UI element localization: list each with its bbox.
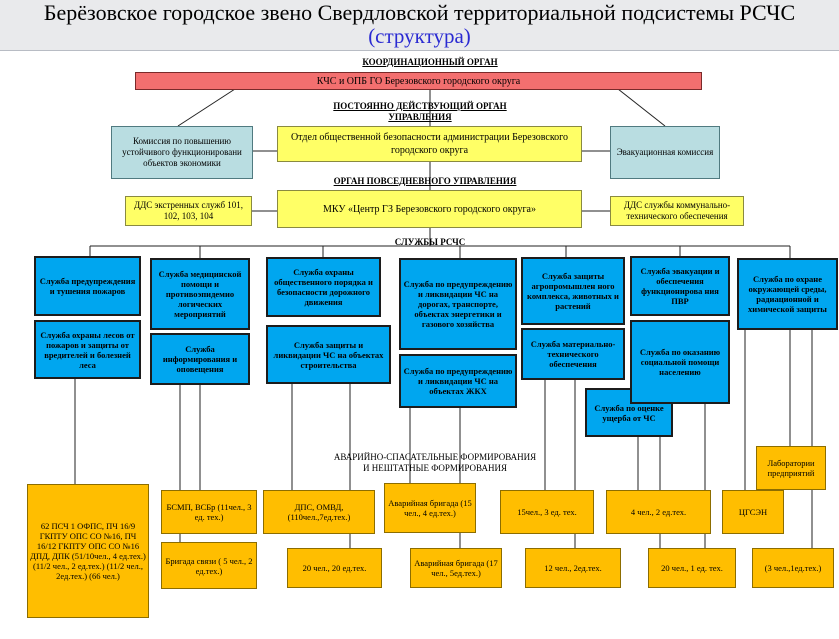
service-agro: Служба защиты агропромышлен ного комплек… (521, 257, 625, 325)
formation-emergency-brigade: Аварийная бригада (15 чел., 4 ед.тех.) (384, 483, 476, 533)
formation-cgsen: ЦГСЭН (722, 490, 784, 534)
formation-medical: БСМП, ВСБр (11чел., 3 ед. тех.) (161, 490, 257, 534)
label-coordinating: КООРДИНАЦИОННЫЙ ОРГАН (362, 57, 498, 67)
service-environment: Служба по охране окружающей среды, радиа… (737, 258, 838, 330)
label-permanent: ПОСТОЯННО ДЕЙСТВУЮЩИЙ ОРГАН УПРАВЛЕНИЯ (333, 101, 507, 122)
formation-agro: 15чел., 3 ед. тех. (500, 490, 594, 534)
formation-social: 20 чел., 1 ед. тех. (648, 548, 736, 588)
formation-labs: Лаборатории предприятий (756, 446, 826, 490)
mku-center-box: МКУ «Центр ГЗ Березовского городского ок… (277, 190, 582, 228)
evacuation-commission-box: Эвакуационная комиссия (610, 126, 720, 179)
security-department-box: Отдел общественной безопасности админист… (277, 126, 582, 162)
service-forest: Служба охраны лесов от пожаров и защиты … (34, 320, 141, 379)
service-logistics: Служба материально-технического обеспече… (521, 328, 625, 380)
service-housing: Служба по предупреждению и ликвидации ЧС… (399, 354, 517, 408)
dds-emergency-box: ДДС экстренных служб 101, 102, 103, 104 (125, 196, 252, 226)
service-transport-energy: Служба по предупреждению и ликвидации ЧС… (399, 258, 517, 350)
label-daily: ОРГАН ПОВСЕДНЕВНОГО УПРАВЛЕНИЯ (333, 176, 517, 186)
service-construction: Служба защиты и ликвидации ЧС на объекта… (266, 325, 391, 384)
service-public-order: Служба охраны общественного порядка и бе… (266, 257, 381, 317)
header-bar: Берёзовское городское звено Свердловской… (0, 0, 839, 51)
service-medical: Служба медицинской помощи и противоэпиде… (150, 258, 250, 330)
page-subtitle: (структура) (368, 24, 471, 48)
formation-evacuation: 4 чел., 2 ед.тех. (606, 490, 711, 534)
service-social: Служба по оказанию социальной помощи нас… (630, 320, 730, 404)
formation-police: ДПС, ОМВД, (110чел.,7ед.тех.) (263, 490, 375, 534)
label-formations: АВАРИЙНО-СПАСАТЕЛЬНЫЕ ФОРМИРОВАНИЯ И НЕШ… (333, 452, 537, 473)
service-information: Служба информирования и оповещения (150, 333, 250, 385)
formation-communications: Бригада связи ( 5 чел., 2 ед.тех.) (161, 542, 257, 589)
formation-fire-units: 62 ПСЧ 1 ОФПС, ПЧ 16/9 ГКПТУ ОПС СО №16,… (27, 484, 149, 618)
commission-stability-box: Комиссия по повышению устойчивого функци… (111, 126, 253, 179)
kchs-box: КЧС и ОПБ ГО Березовского городского окр… (135, 72, 702, 90)
formation-housing-brigade: Аварийная бригада (17 чел., 5ед.тех.) (410, 548, 502, 588)
formation-logistics: 12 чел., 2ед.тех. (525, 548, 621, 588)
page-title: Берёзовское городское звено Свердловской… (43, 0, 796, 25)
label-services: СЛУЖБЫ РСЧС (394, 237, 466, 247)
formation-environment: (3 чел.,1ед.тех.) (752, 548, 834, 588)
service-fire: Служба предупреждения и тушения пожаров (34, 256, 141, 316)
service-evacuation: Служба эвакуации и обеспечения функциони… (630, 256, 730, 316)
dds-utility-box: ДДС службы коммунально-технического обес… (610, 196, 744, 226)
formation-construction: 20 чел., 20 ед.тех. (287, 548, 382, 588)
